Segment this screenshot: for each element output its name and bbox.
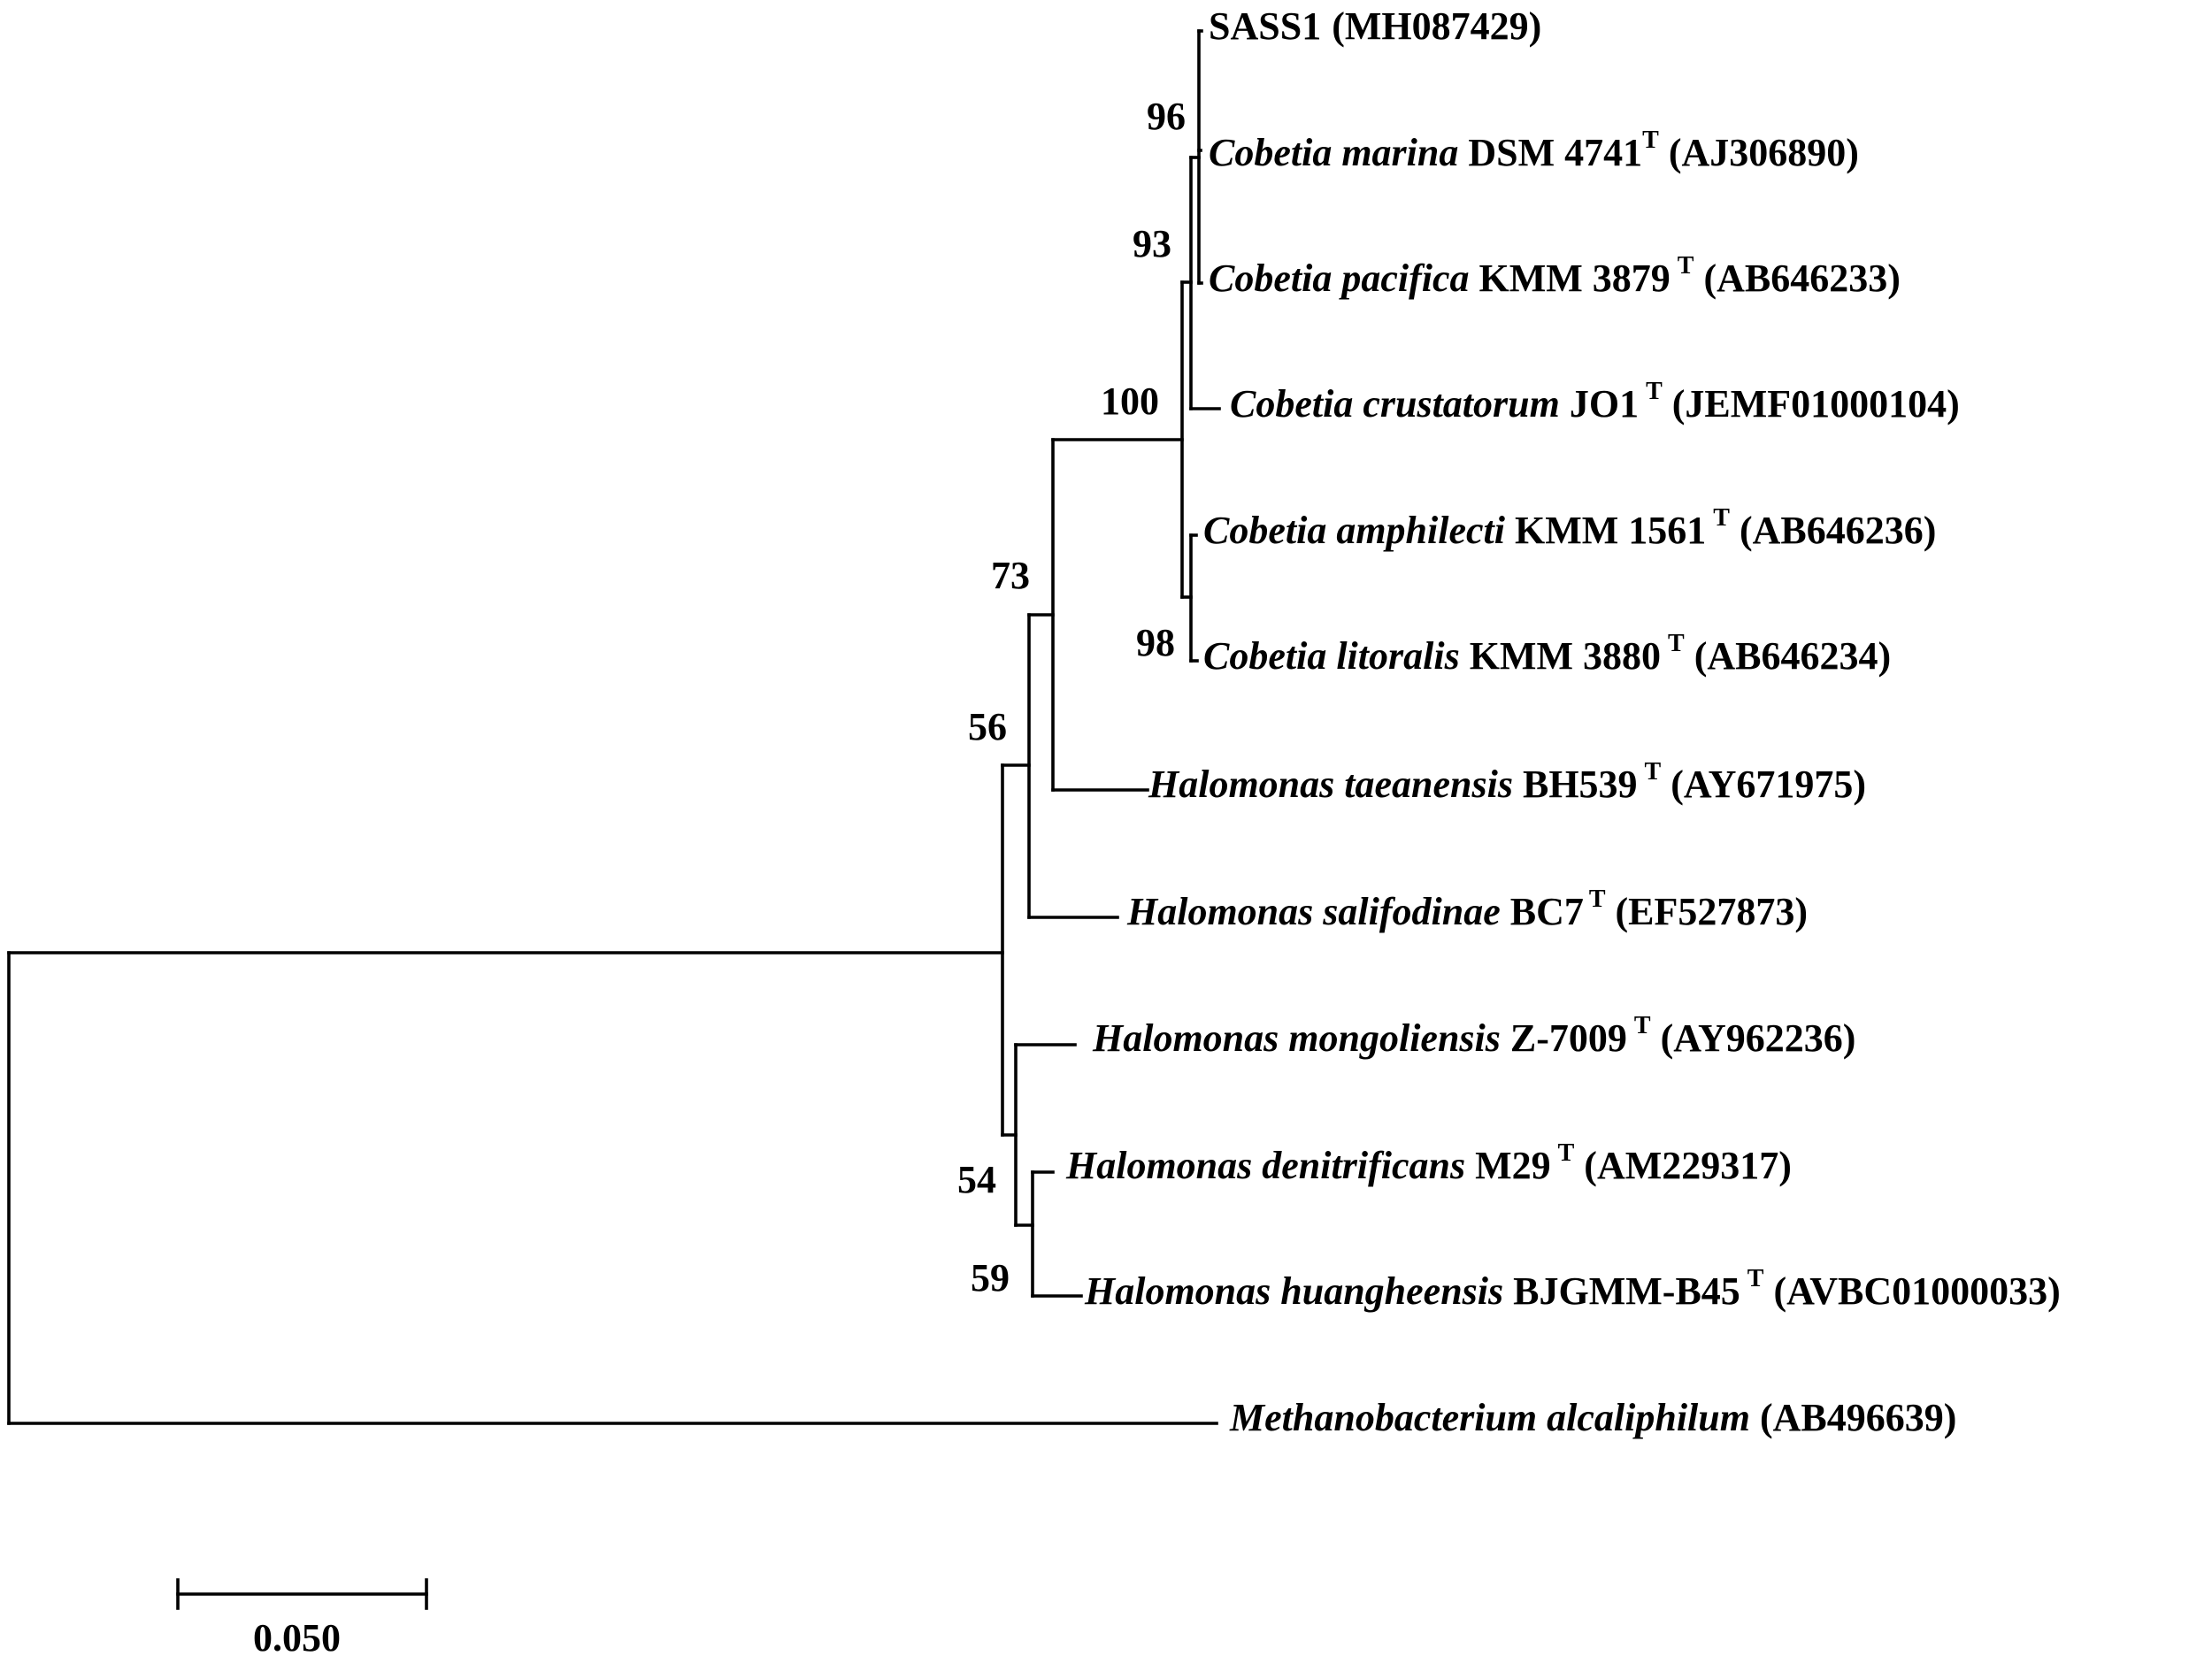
tree-branches bbox=[7, 29, 1221, 1425]
bootstrap-93: 93 bbox=[1133, 222, 1171, 265]
leaf-label-methanobacterium-alcaliphilum: Methanobacterium alcaliphilum (AB496639) bbox=[1229, 1396, 1956, 1439]
scale-bar-label: 0.050 bbox=[253, 1616, 341, 1656]
bootstrap-98: 98 bbox=[1136, 621, 1175, 664]
leaf-label-cobetia-marina: Cobetia marina DSM 4741T (AJ306890) bbox=[1209, 126, 1859, 174]
bootstrap-56: 56 bbox=[968, 705, 1007, 748]
bootstrap-values: 96 93 100 98 73 56 54 59 bbox=[957, 95, 1186, 1300]
scale-bar: 0.050 bbox=[176, 1578, 428, 1656]
bootstrap-96: 96 bbox=[1147, 95, 1186, 138]
bootstrap-59: 59 bbox=[971, 1256, 1010, 1300]
leaf-labels: SASS1(MH087429) Cobetia marina DSM 4741T… bbox=[1065, 4, 2061, 1439]
bootstrap-100: 100 bbox=[1101, 380, 1159, 423]
leaf-label-sass1: SASS1(MH087429) bbox=[1209, 4, 1541, 48]
bootstrap-73: 73 bbox=[991, 554, 1030, 597]
bootstrap-54: 54 bbox=[957, 1158, 996, 1201]
